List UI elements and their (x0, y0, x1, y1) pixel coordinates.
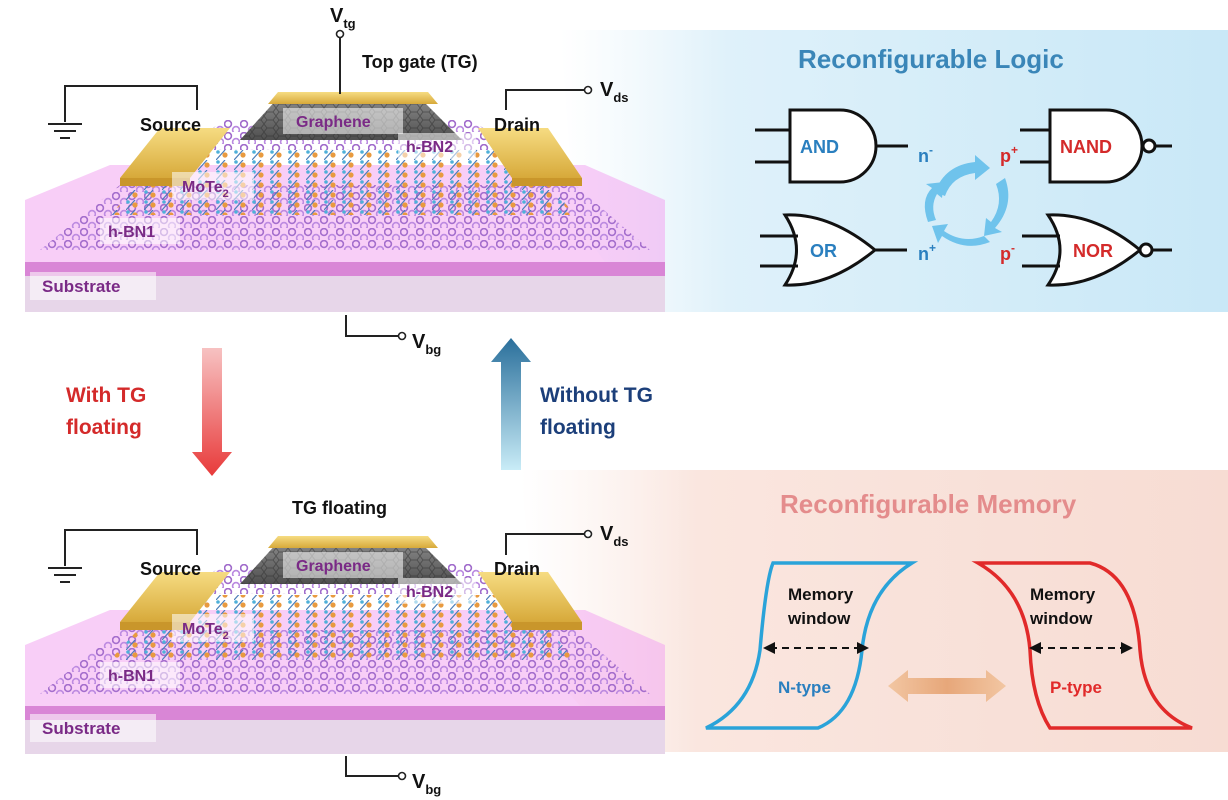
drain-label: Drain (494, 559, 540, 579)
vbg-terminal[interactable] (397, 331, 407, 341)
mote2-label: MoTe2 (182, 621, 229, 642)
source-wire (64, 529, 198, 566)
hbn1-label: h-BN1 (108, 668, 155, 685)
vds-label: Vds (600, 79, 629, 105)
mote2-label: MoTe2 (182, 179, 229, 200)
p-minus-label: p- (1000, 241, 1015, 264)
vbg-terminal[interactable] (397, 771, 407, 781)
vbg-label: Vbg (412, 771, 441, 797)
graphene-label: Graphene (296, 558, 371, 575)
drain-wire (505, 533, 584, 555)
without-tg-floating-line1: Without TG (540, 384, 653, 407)
or-gate-symbol: OR (760, 213, 907, 287)
nand-gate-label: NAND (1060, 137, 1112, 157)
memory-panel-background (520, 470, 1228, 752)
floating-gate-electrode (268, 536, 438, 548)
ground-icon (48, 567, 82, 583)
cycle-arrows-icon (924, 155, 1009, 246)
source-electrode (120, 128, 230, 178)
source-label: Source (140, 115, 201, 135)
bottom-device: TG floating Source Drain Vds Graphene h-… (25, 498, 665, 797)
vbg-wire (345, 315, 398, 337)
hbn1-label: h-BN1 (108, 224, 155, 241)
vds-label: Vds (600, 523, 629, 549)
n-minus-label: n- (918, 143, 933, 166)
down-arrow (192, 348, 232, 476)
memory-panel: Reconfigurable Memory Memory window N-ty… (705, 489, 1193, 730)
n-memory-window-line1: Memory (788, 585, 854, 604)
with-tg-floating-line1: With TG (66, 384, 146, 407)
vbg-wire (345, 756, 398, 777)
substrate-top-layer (25, 262, 665, 276)
logic-panel: Reconfigurable Logic AND OR NAND (755, 44, 1172, 287)
memory-panel-title: Reconfigurable Memory (780, 489, 1077, 519)
switch-double-arrow-icon (888, 670, 1006, 702)
top-gate-label: Top gate (TG) (362, 52, 478, 72)
drain-label: Drain (494, 115, 540, 135)
vtg-terminal[interactable] (335, 29, 345, 39)
n-memory-window-line2: window (787, 609, 851, 628)
tg-floating-label: TG floating (292, 498, 387, 518)
source-electrode (120, 572, 230, 622)
top-gate-electrode (268, 92, 438, 104)
p-memory-window-line2: window (1029, 609, 1093, 628)
p-memory-window-line1: Memory (1030, 585, 1096, 604)
p-type-hysteresis-loop (971, 561, 1193, 730)
hbn2-label: h-BN2 (406, 139, 453, 156)
up-arrow (491, 338, 531, 470)
nor-gate-symbol: NOR (1022, 213, 1172, 287)
and-gate-symbol: AND (755, 108, 908, 184)
source-wire (64, 85, 198, 122)
transition-arrows: With TG floating Without TG floating (66, 338, 653, 476)
n-type-label: N-type (778, 678, 831, 697)
with-tg-floating-line2: floating (66, 416, 142, 439)
vds-terminal[interactable] (583, 85, 593, 95)
mote2-lattice (110, 595, 575, 660)
and-gate-label: AND (800, 137, 839, 157)
substrate-top-layer (25, 706, 665, 720)
nor-gate-label: NOR (1073, 241, 1113, 261)
substrate-label: Substrate (42, 277, 120, 296)
substrate-label: Substrate (42, 719, 120, 738)
graphene-label: Graphene (296, 114, 371, 131)
drain-electrode (478, 572, 582, 622)
logic-panel-title: Reconfigurable Logic (798, 44, 1064, 74)
drain-wire (505, 89, 584, 110)
p-window-double-arrow-icon (1029, 642, 1133, 654)
hbn2-label: h-BN2 (406, 584, 453, 601)
top-device: Vtg Top gate (TG) Source Drain Vds Graph… (25, 5, 665, 357)
vds-terminal[interactable] (583, 529, 593, 539)
drain-electrode (478, 128, 582, 178)
without-tg-floating-line2: floating (540, 416, 616, 439)
vbg-label: Vbg (412, 331, 441, 357)
vtg-label: Vtg (330, 5, 356, 31)
or-gate-label: OR (810, 241, 837, 261)
n-window-double-arrow-icon (763, 642, 869, 654)
nand-gate-symbol: NAND (1020, 108, 1172, 184)
p-plus-label: p+ (1000, 143, 1018, 166)
n-plus-label: n+ (918, 241, 936, 264)
p-type-label: P-type (1050, 678, 1102, 697)
n-type-hysteresis-loop (705, 561, 919, 730)
source-label: Source (140, 559, 201, 579)
ground-icon (48, 123, 82, 139)
